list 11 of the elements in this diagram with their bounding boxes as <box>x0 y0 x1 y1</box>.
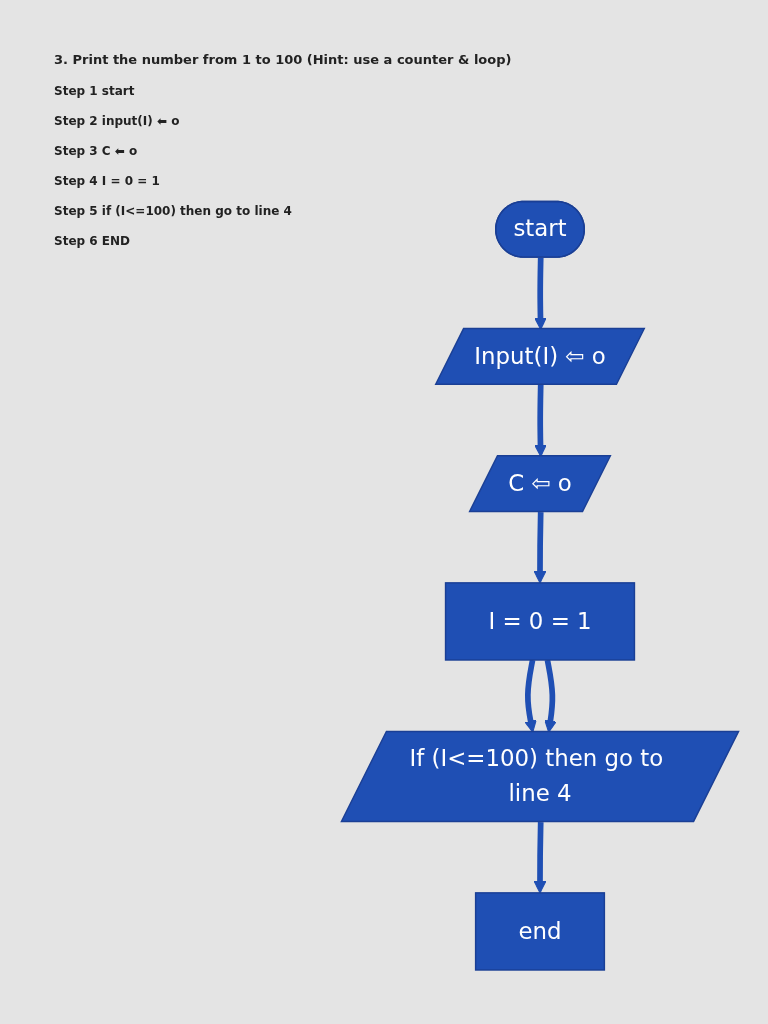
heading: 3. Print the number from 1 to 100 (Hint: use a counter & loop) <box>54 52 512 67</box>
node-box: I = 0 = 1 <box>444 582 636 661</box>
arrow <box>533 822 547 894</box>
step-text: Step 3 C ⬅ o <box>54 144 139 158</box>
step-text: Step 4 I = 0 = 1 <box>54 174 161 188</box>
arrow <box>533 512 547 584</box>
node-box: end <box>474 892 606 971</box>
step-text: Step 6 END <box>54 234 131 248</box>
step-text: Step 1 start <box>54 84 136 98</box>
step-text: Step 5 if (I<=100) then go to line 4 <box>54 204 292 218</box>
step-text: Step 2 input(I) ⬅ o <box>54 114 181 128</box>
